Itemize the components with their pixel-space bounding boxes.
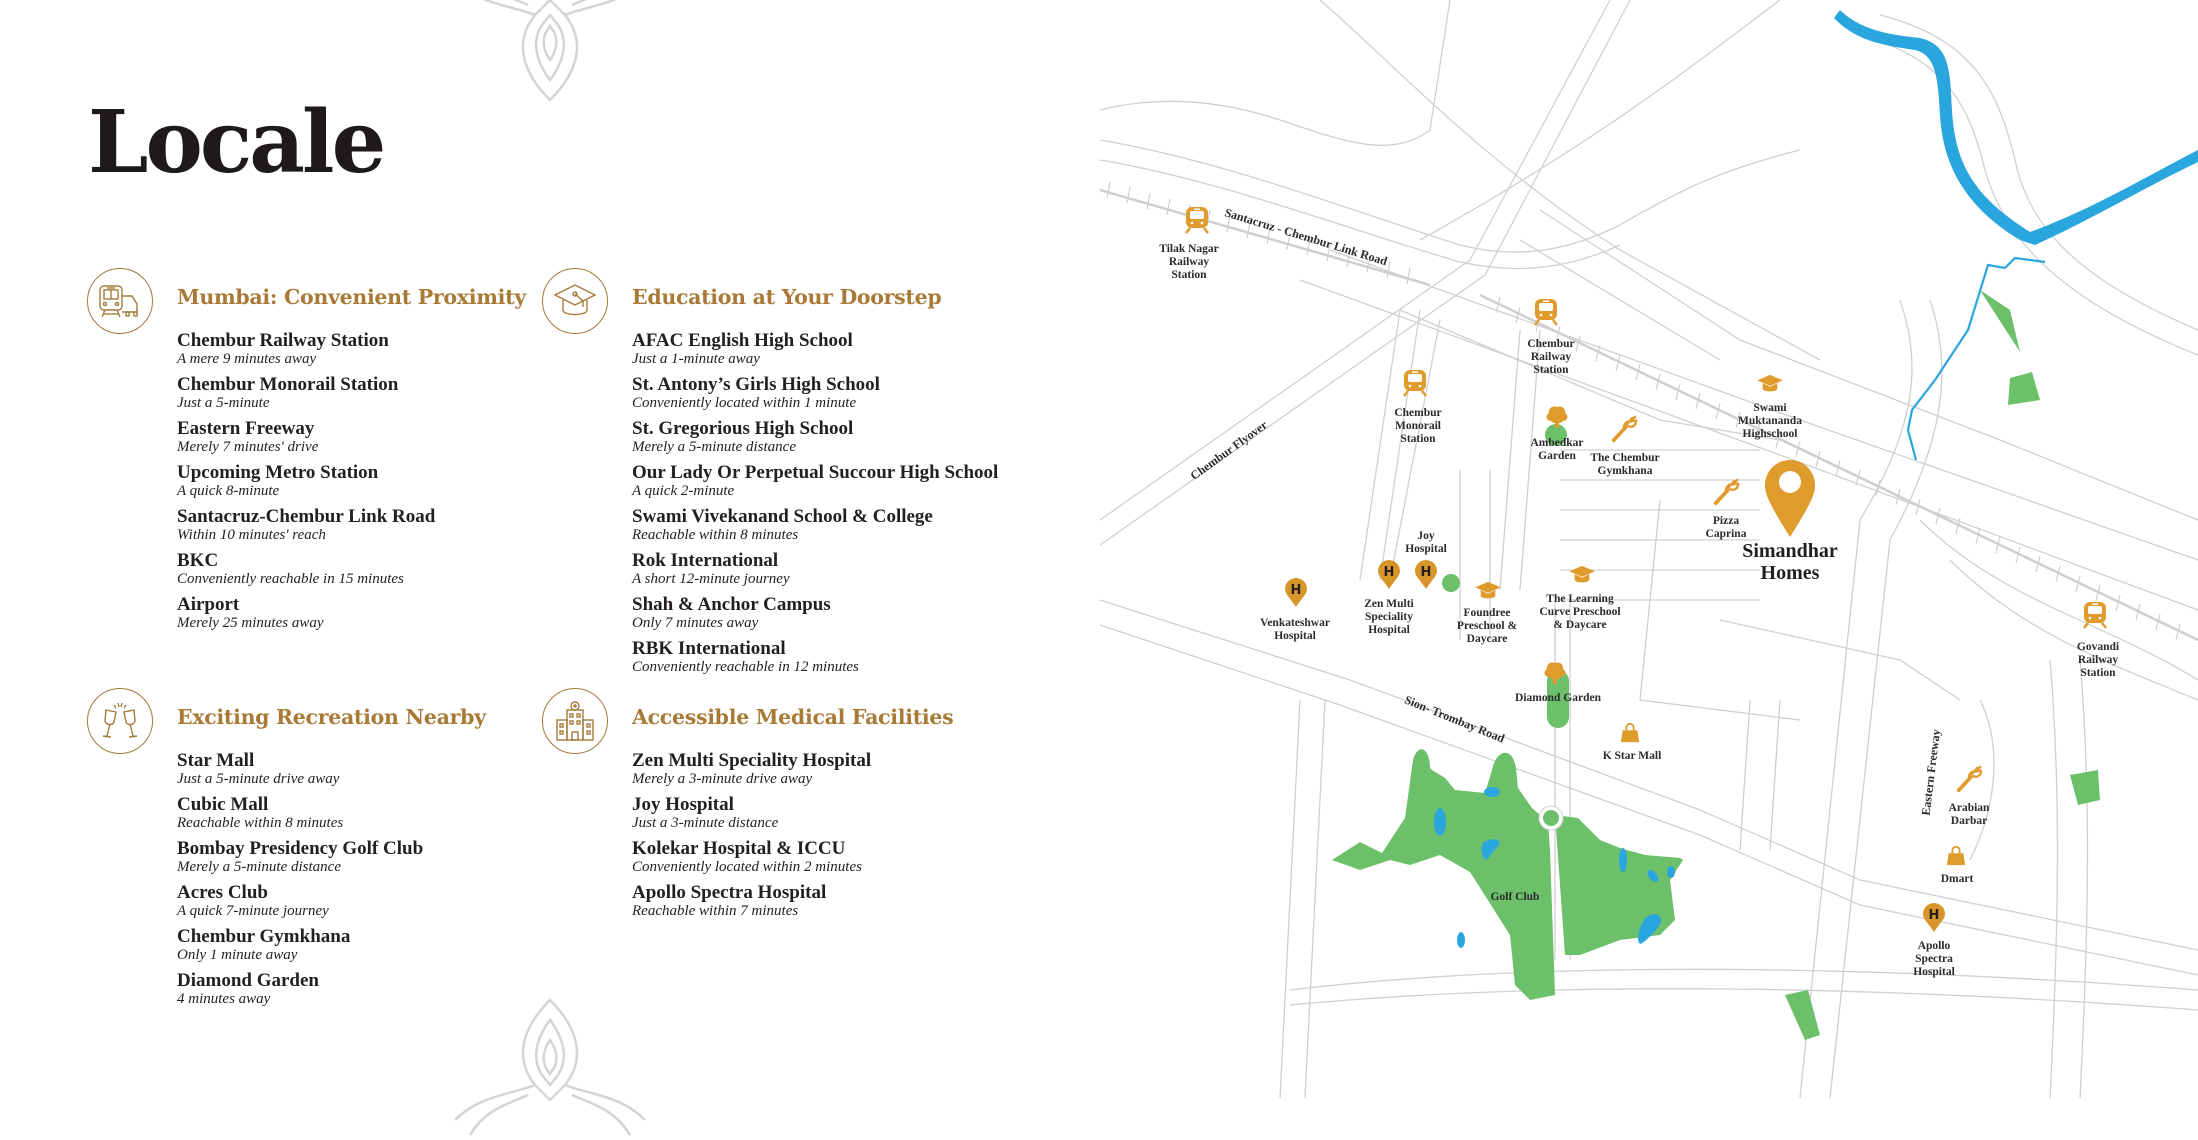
section-heading: Mumbai: Convenient Proximity bbox=[177, 285, 526, 309]
train-icon bbox=[1533, 297, 1559, 327]
graduation-cap-icon bbox=[542, 268, 608, 334]
section-heading: Education at Your Doorstep bbox=[632, 285, 942, 309]
tree-icon bbox=[1546, 406, 1568, 428]
train-icon bbox=[2082, 600, 2108, 630]
golf-club-park bbox=[1332, 749, 1555, 1000]
list-item: Our Lady Or Perpetual Succour High Schoo… bbox=[632, 462, 999, 499]
fork-icon bbox=[1956, 765, 1983, 793]
hospital-pin-icon bbox=[1923, 903, 1945, 932]
ornament-bottom-icon bbox=[454, 998, 646, 1136]
landmark-label: Golf Club bbox=[1490, 891, 1540, 903]
fork-icon bbox=[1713, 478, 1740, 506]
train-icon bbox=[1184, 205, 1210, 235]
location-map: H bbox=[1100, 0, 2198, 1098]
locale-info-panel: Locale Mumbai: Convenient Proximity Chem… bbox=[0, 0, 1100, 1136]
page-title: Locale bbox=[88, 92, 386, 193]
graduation-cap-icon bbox=[1475, 581, 1501, 599]
section-heading: Accessible Medical Facilities bbox=[632, 705, 954, 729]
map-base: H bbox=[1100, 0, 2198, 1098]
graduation-cap-icon bbox=[1569, 565, 1595, 583]
wine-glasses-icon bbox=[87, 688, 153, 754]
landmark-label: Diamond Garden bbox=[1515, 692, 1601, 704]
shopping-bag-icon bbox=[1945, 845, 1967, 867]
hospital-building-icon bbox=[542, 688, 608, 754]
hospital-pin-icon bbox=[1415, 560, 1437, 589]
graduation-cap-icon bbox=[1757, 374, 1783, 392]
landmark-label: Dmart bbox=[1940, 873, 1974, 885]
train-icon bbox=[1402, 368, 1428, 398]
location-pin-icon bbox=[1765, 460, 1815, 537]
river bbox=[1834, 10, 2198, 245]
shopping-bag-icon bbox=[1619, 722, 1641, 744]
hospital-pin-icon bbox=[1285, 578, 1307, 607]
hospital-pin-icon bbox=[1378, 560, 1400, 589]
section-heading: Exciting Recreation Nearby bbox=[177, 705, 486, 729]
fork-icon bbox=[1611, 415, 1638, 443]
train-car-icon bbox=[87, 268, 153, 334]
ornament-top-icon bbox=[483, 0, 617, 102]
landmark-label: K Star Mall bbox=[1602, 750, 1662, 762]
